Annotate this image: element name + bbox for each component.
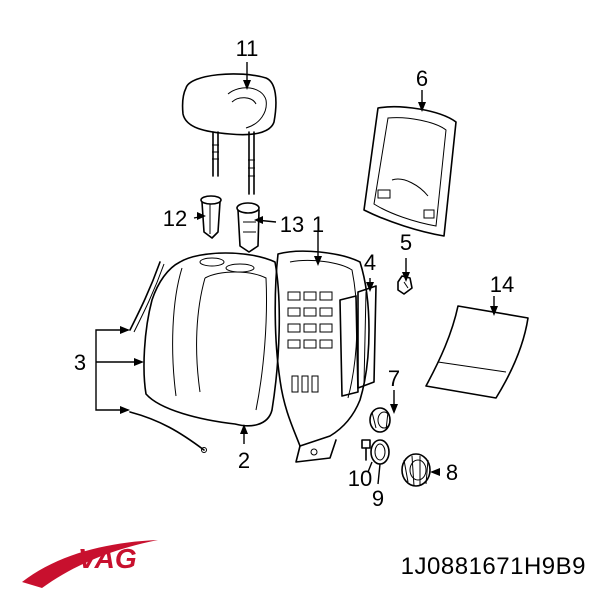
backrest-cover-part [363, 105, 457, 237]
headrest-guide-part [200, 195, 222, 239]
callout-11: 11 [236, 36, 259, 61]
backrest-frame-part [274, 250, 370, 463]
callout-1: 1 [312, 212, 324, 237]
callout-4: 4 [364, 250, 376, 275]
handwheel-part [401, 453, 431, 487]
callout-14: 14 [490, 272, 514, 297]
callout-9: 9 [372, 486, 384, 511]
headrest-guide-lock-part [236, 202, 260, 253]
callout-3: 3 [74, 350, 86, 375]
logo-text: VAG [78, 543, 137, 574]
callout-12: 12 [163, 206, 187, 231]
headrest-part [181, 73, 277, 195]
part-number: 1J0881671H9B9 [400, 553, 586, 580]
callout-7: 7 [388, 366, 400, 391]
callout-5: 5 [400, 230, 412, 255]
pad-part [425, 305, 529, 399]
callout-10: 10 [348, 466, 372, 491]
callout-6: 6 [416, 66, 428, 91]
logo-swoosh-icon [22, 540, 158, 588]
callout-8: 8 [446, 460, 458, 485]
clip-part [397, 275, 413, 295]
leader-arrowheads [120, 80, 498, 476]
callout-2: 2 [238, 448, 250, 473]
callout-13: 13 [280, 212, 304, 237]
knob-part [369, 407, 391, 433]
ring-part [370, 439, 390, 465]
vag-logo: VAG [22, 540, 158, 588]
screw-part [361, 439, 371, 461]
backrest-padding-part [129, 252, 281, 453]
